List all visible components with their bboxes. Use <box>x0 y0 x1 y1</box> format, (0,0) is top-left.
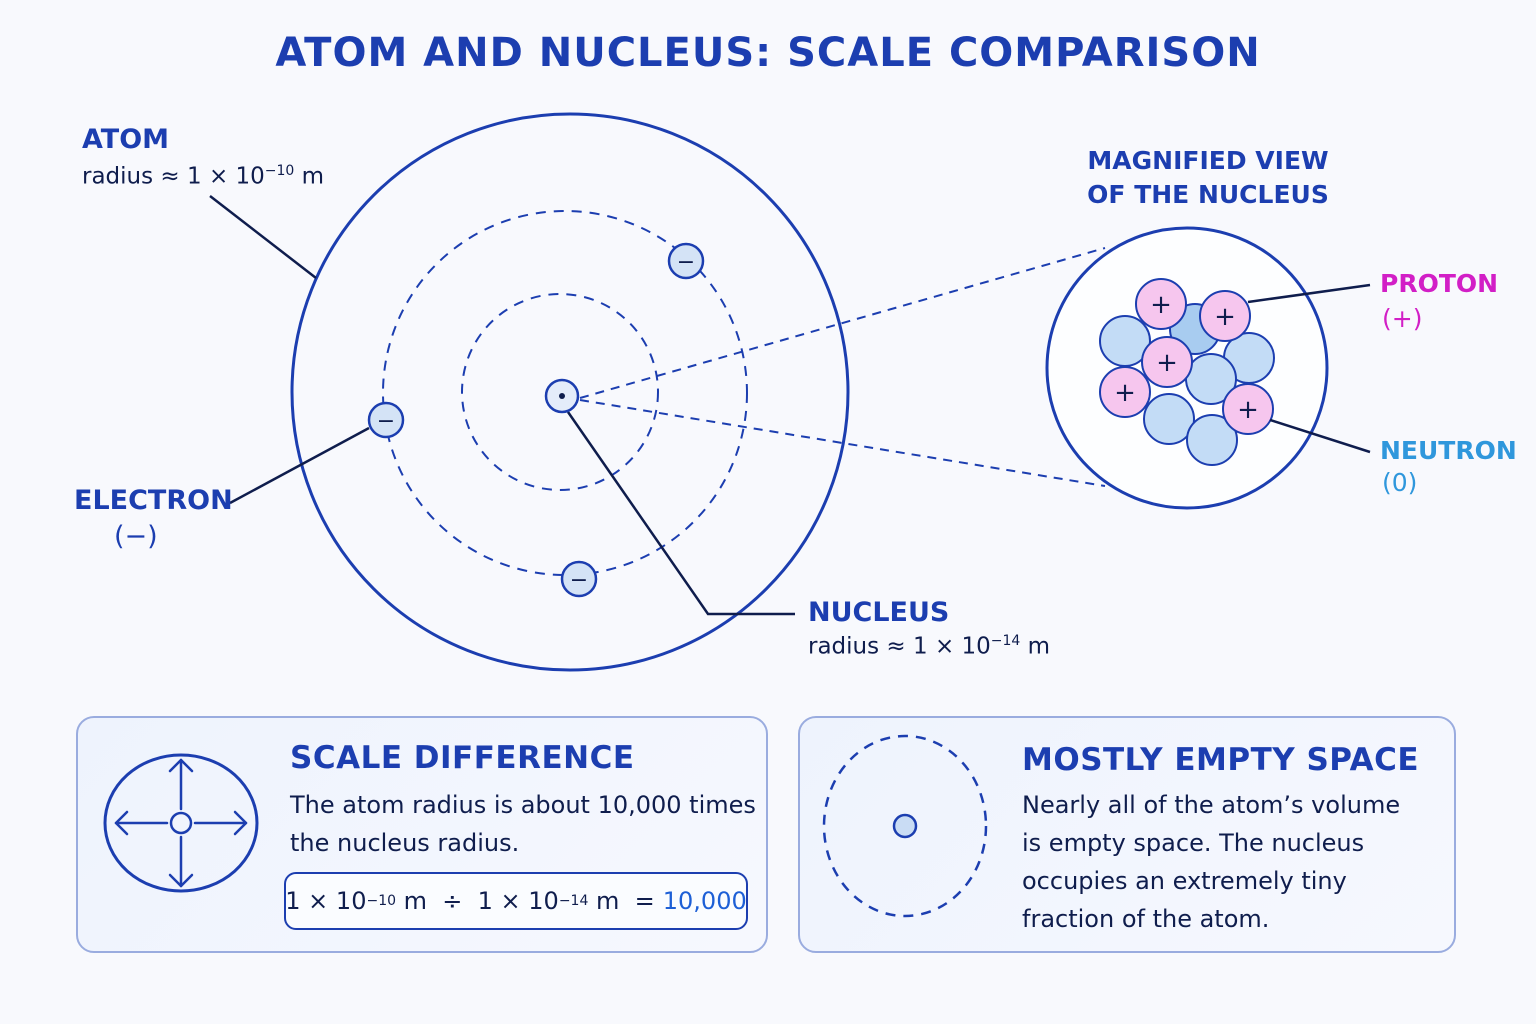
electron-label: ELECTRON <box>74 485 233 516</box>
magnify-line-bottom <box>579 399 1106 487</box>
svg-text:−: − <box>570 568 588 593</box>
page-title: ATOM AND NUCLEUS: SCALE COMPARISON <box>275 30 1261 76</box>
electron-top: − <box>667 242 705 280</box>
proton-label: PROTON <box>1380 269 1499 298</box>
magnified-view-label: MAGNIFIED VIEW OF THE NUCLEUS <box>1087 146 1329 209</box>
svg-text:+: + <box>1237 395 1259 425</box>
empty-space-card: MOSTLY EMPTY SPACE Nearly all of the ato… <box>798 716 1456 953</box>
electron-bottom: − <box>560 560 598 598</box>
nucleus-radius-label: radius ≈ 1 × 10−14 m <box>808 633 1051 660</box>
atom-boundary <box>290 112 850 672</box>
svg-text:−: − <box>377 409 395 434</box>
electron-left: − <box>367 401 405 439</box>
scale-difference-text: The atom radius is about 10,000 times th… <box>290 791 756 857</box>
scale-difference-card: SCALE DIFFERENCE The atom radius is abou… <box>76 716 768 953</box>
proton: + <box>1199 290 1251 342</box>
neutron-leader-line <box>1269 418 1371 454</box>
formula-result: 10,000 <box>662 887 747 915</box>
empty-atom-icon <box>822 734 988 918</box>
neutron-label: NEUTRON <box>1380 436 1517 465</box>
nucleus-leader-line <box>566 411 795 616</box>
atom-radius-label: radius ≈ 1 × 10−10 m <box>82 163 325 190</box>
expand-arrows-icon <box>103 753 259 893</box>
nucleons: + + + + + <box>1099 278 1275 466</box>
nucleus-label: NUCLEUS <box>808 597 950 628</box>
nucleus-small <box>544 378 580 414</box>
proton: + <box>1141 336 1193 388</box>
svg-text:+: + <box>1214 302 1236 332</box>
empty-space-title: MOSTLY EMPTY SPACE <box>1022 742 1420 778</box>
magnify-line-top <box>579 247 1106 399</box>
svg-text:+: + <box>1156 348 1178 378</box>
proton: + <box>1222 383 1274 435</box>
scale-difference-title: SCALE DIFFERENCE <box>290 740 635 776</box>
atom-leader-line <box>209 195 317 279</box>
inner-electron-orbit <box>461 293 659 491</box>
proton-leader-line <box>1247 283 1371 304</box>
electron-charge-label: (−) <box>114 521 158 552</box>
svg-text:−: − <box>677 250 695 275</box>
empty-space-text: Nearly all of the atom’s volume is empty… <box>1022 791 1401 933</box>
neutron <box>1186 414 1238 466</box>
outer-electron-orbit <box>382 210 748 576</box>
proton-charge-label: (+) <box>1382 304 1423 333</box>
electron-leader-line <box>229 426 370 505</box>
proton: + <box>1135 278 1187 330</box>
neutron-charge-label: (0) <box>1382 468 1418 497</box>
scale-formula: 1 × 10−10 m ÷ 1 × 10−14 m =10,000 <box>284 872 748 930</box>
atom-label: ATOM <box>82 124 170 155</box>
svg-text:+: + <box>1114 378 1136 408</box>
neutron <box>1143 393 1195 445</box>
proton: + <box>1099 366 1151 418</box>
svg-text:+: + <box>1150 290 1172 320</box>
